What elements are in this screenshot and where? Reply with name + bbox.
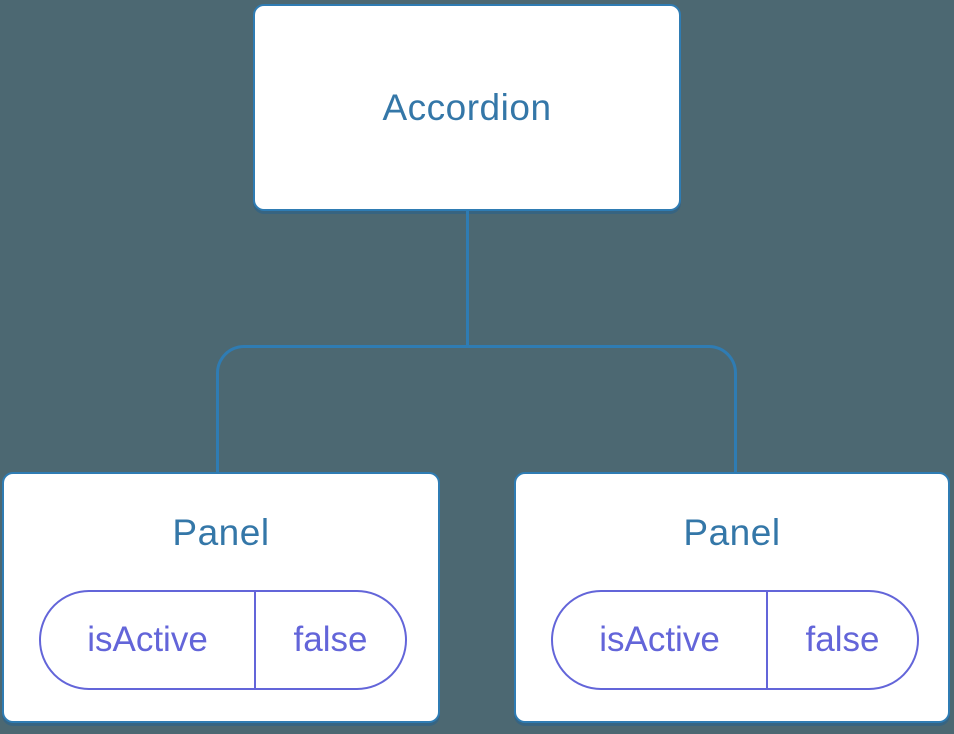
panel-node-label: Panel: [683, 512, 781, 553]
panel-node-right: Panel isActive false: [514, 472, 950, 723]
panel-node-left: Panel isActive false: [2, 472, 440, 723]
accordion-node-label: Accordion: [382, 86, 552, 128]
accordion-node: Accordion: [253, 4, 681, 211]
panel-node-label: Panel: [172, 512, 270, 553]
state-key: isActive: [41, 592, 256, 688]
state-key: isActive: [553, 592, 768, 688]
state-pill: isActive false: [551, 590, 919, 690]
state-value: false: [805, 620, 880, 659]
state-pill: isActive false: [39, 590, 407, 690]
connector-stem: [465, 211, 469, 347]
connector-bracket: [216, 345, 737, 472]
state-value: false: [293, 620, 368, 659]
